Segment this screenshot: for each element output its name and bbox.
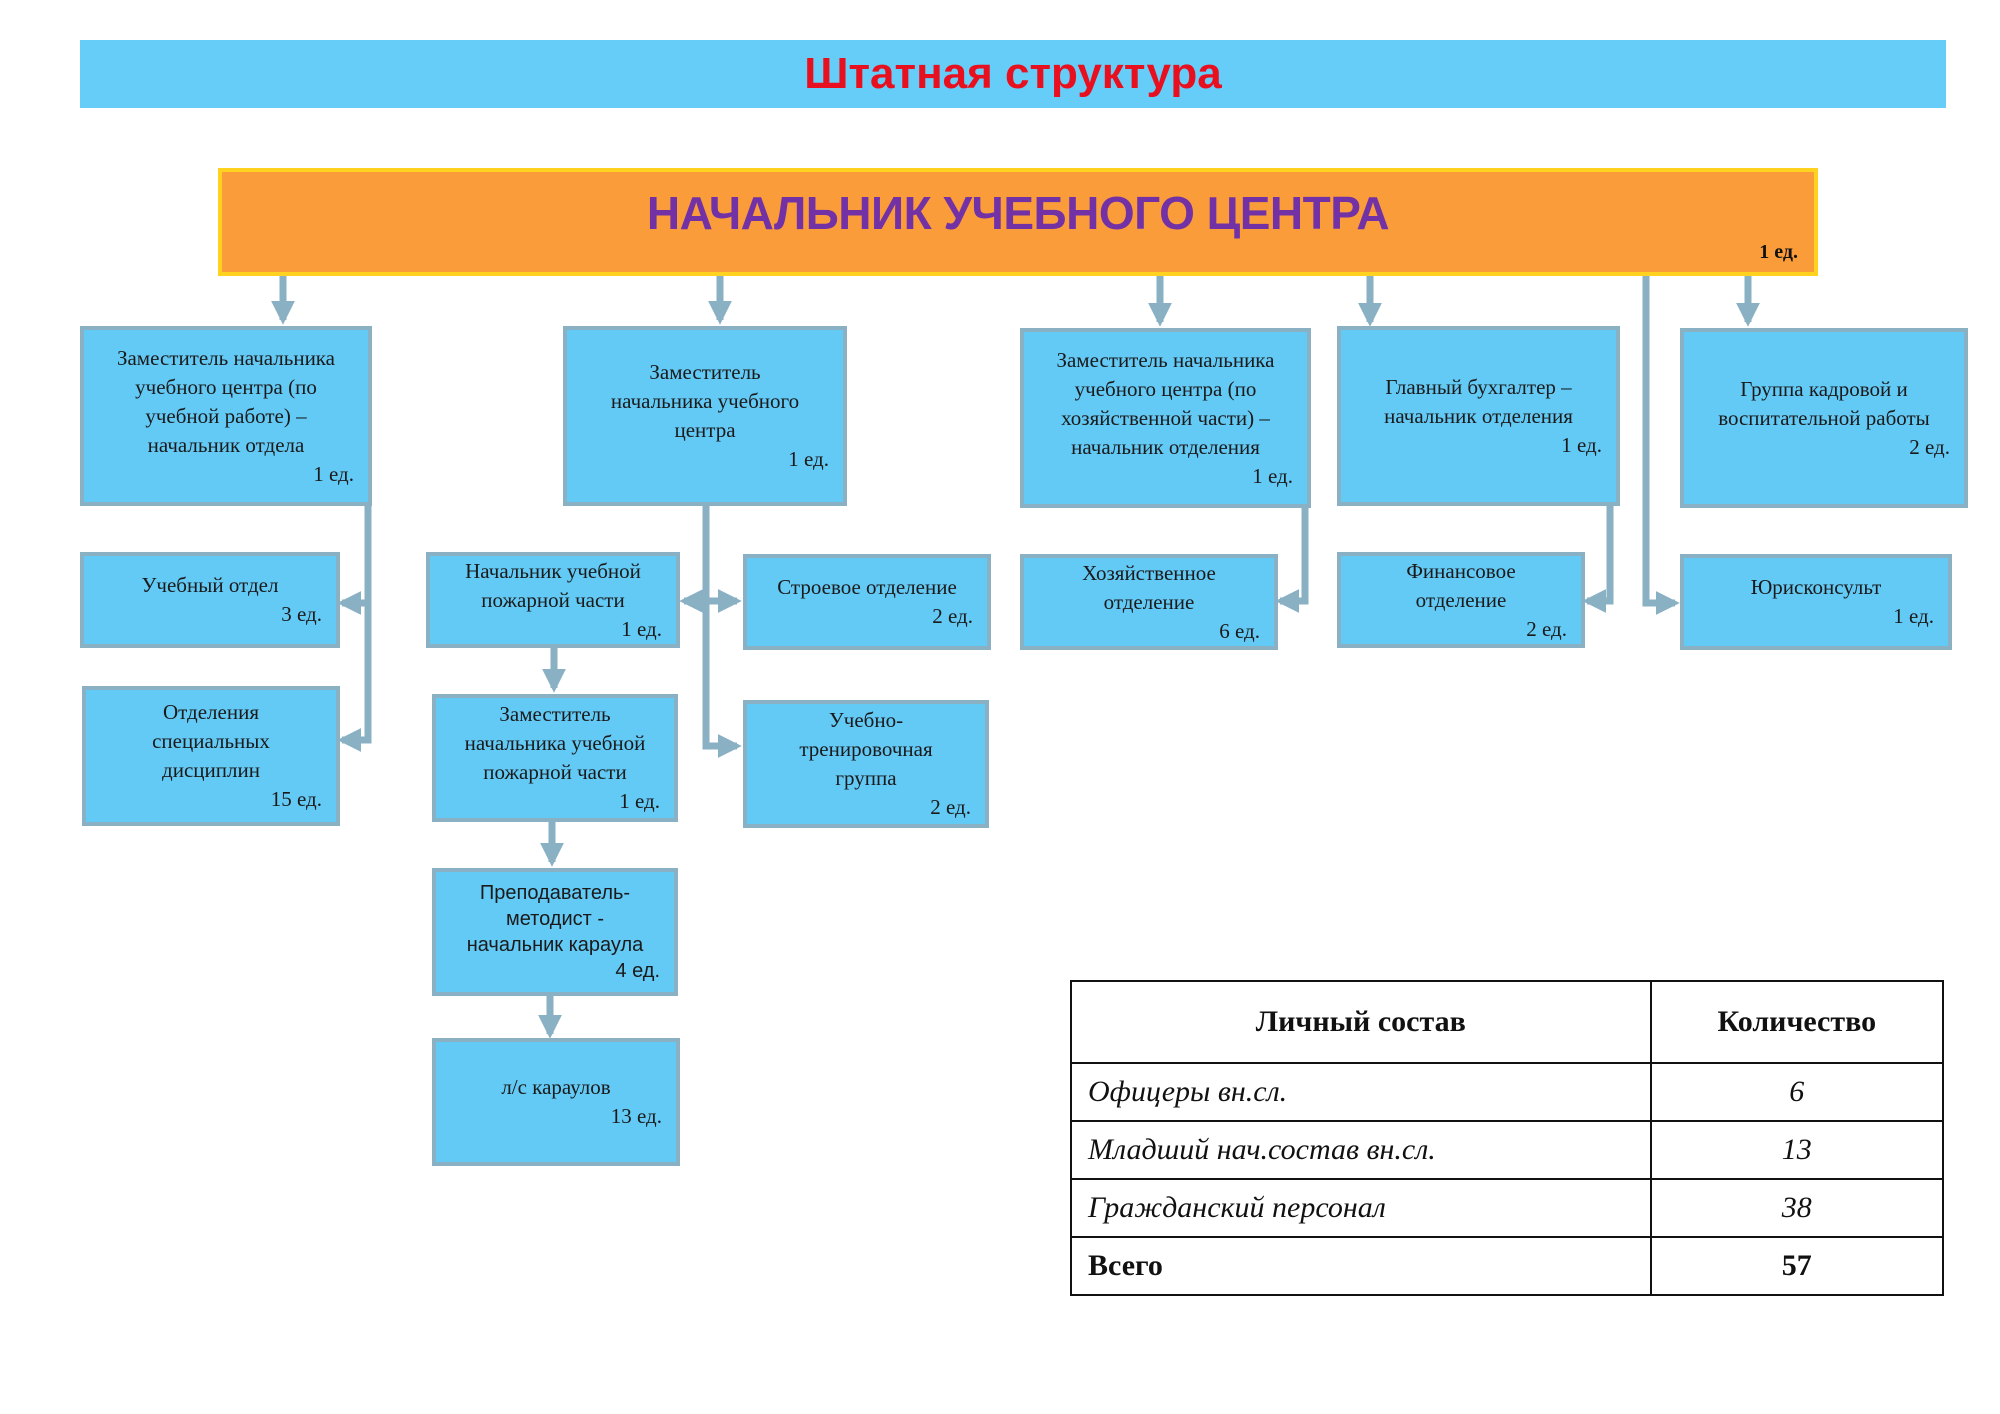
table-cell: Офицеры вн.сл. xyxy=(1070,1062,1652,1122)
box-deputy-education: Заместитель начальника учебного центра (… xyxy=(80,326,372,506)
box-hr-group: Группа кадровой и воспитательной работы … xyxy=(1680,328,1968,508)
box-count: 1 ед. xyxy=(1561,432,1602,457)
arrow-accountant-fin xyxy=(1582,506,1614,613)
table-row: Офицеры вн.сл. 6 xyxy=(1070,1062,1945,1122)
box-label: Заместитель начальника учебного центра (… xyxy=(116,345,336,457)
table-cell: 13 xyxy=(1649,1120,1945,1180)
box-label: Учебный отдел xyxy=(141,573,279,597)
box-label: Заместитель начальника учебной пожарной … xyxy=(464,702,646,784)
box-finance-dept: Финансовое отделение 2 ед. xyxy=(1337,552,1585,648)
table-cell: Младший нач.состав вн.сл. xyxy=(1070,1120,1652,1180)
box-label: Финансовое отделение xyxy=(1406,558,1516,612)
table-row: Младший нач.состав вн.сл. 13 xyxy=(1070,1120,1945,1180)
arrow-dep-drill xyxy=(702,506,742,613)
box-legal-counsel: Юрисконсульт 1 ед. xyxy=(1680,554,1952,650)
box-label: Хозяйственное отделение xyxy=(1082,560,1216,614)
box-household-dept: Хозяйственное отделение 6 ед. xyxy=(1020,554,1278,650)
box-count: 1 ед. xyxy=(1893,604,1934,628)
box-label: Юрисконсульт xyxy=(1750,575,1882,599)
table-cell: 6 xyxy=(1649,1062,1945,1122)
box-fire-chief: Начальник учебной пожарной части 1 ед. xyxy=(426,552,680,648)
box-methodist: Преподаватель- методист - начальник кара… xyxy=(432,868,678,996)
box-label: Главный бухгалтер – начальник отделения xyxy=(1384,374,1573,428)
box-label: Заместитель начальника учебного центра xyxy=(610,360,800,442)
box-count: 3 ед. xyxy=(281,602,322,626)
column-header: Личный состав xyxy=(1070,980,1652,1064)
box-chief-accountant: Главный бухгалтер – начальник отделения … xyxy=(1337,326,1620,506)
box-drill-section: Строевое отделение 2 ед. xyxy=(743,554,991,650)
box-count: 15 ед. xyxy=(270,787,322,811)
arrow-chief-lawyer xyxy=(1642,276,1680,615)
arrow-dep-training xyxy=(702,601,742,758)
box-guards: л/с караулов 13 ед. xyxy=(432,1038,680,1166)
table-header-row: Личный состав Количество xyxy=(1070,980,1945,1064)
box-count: 4 ед. xyxy=(615,960,660,982)
box-count: 2 ед. xyxy=(932,604,973,628)
box-deputy: Заместитель начальника учебного центра 1… xyxy=(563,326,847,506)
arrow-dep-edu-edu-dept xyxy=(337,506,372,615)
table-total-row: Всего 57 xyxy=(1070,1236,1945,1296)
box-label: Заместитель начальника учебного центра (… xyxy=(1056,347,1275,459)
box-fire-deputy: Заместитель начальника учебной пожарной … xyxy=(432,694,678,822)
arrow-dep-hoz-hoz-dept xyxy=(1275,508,1309,613)
box-count: 1 ед. xyxy=(788,447,829,471)
table-cell: Всего xyxy=(1070,1236,1652,1296)
table-cell: 38 xyxy=(1649,1178,1945,1238)
box-count: 6 ед. xyxy=(1219,618,1260,643)
box-count: 13 ед. xyxy=(610,1104,662,1128)
box-label: Преподаватель- методист - начальник кара… xyxy=(466,882,644,956)
box-count: 1 ед. xyxy=(619,789,660,813)
box-count: 2 ед. xyxy=(930,795,971,819)
box-label: Начальник учебной пожарной части xyxy=(465,558,641,612)
box-deputy-household: Заместитель начальника учебного центра (… xyxy=(1020,328,1311,508)
chief-label: НАЧАЛЬНИК УЧЕБНОГО ЦЕНТРА xyxy=(646,187,1390,239)
box-label: Группа кадровой и воспитательной работы xyxy=(1718,376,1930,430)
chief-count: 1 ед. xyxy=(1759,241,1798,263)
box-count: 1 ед. xyxy=(313,461,354,486)
page-title: Штатная структура xyxy=(804,49,1222,98)
box-count: 1 ед. xyxy=(1252,463,1293,488)
box-label: Отделения специальных дисциплин xyxy=(152,700,270,782)
chief-box: НАЧАЛЬНИК УЧЕБНОГО ЦЕНТРА 1 ед. xyxy=(218,168,1818,276)
table-cell: Гражданский персонал xyxy=(1070,1178,1652,1238)
box-count: 1 ед. xyxy=(621,616,662,641)
box-label: Учебно- тренировочная группа xyxy=(799,708,933,790)
personnel-summary-table: Личный состав Количество Офицеры вн.сл. … xyxy=(1070,980,1945,1296)
box-education-dept: Учебный отдел 3 ед. xyxy=(80,552,340,648)
table-cell: 57 xyxy=(1649,1236,1945,1296)
box-label: Строевое отделение xyxy=(777,575,957,599)
column-header: Количество xyxy=(1649,980,1945,1064)
table-row: Гражданский персонал 38 xyxy=(1070,1178,1945,1238)
box-special-disciplines: Отделения специальных дисциплин 15 ед. xyxy=(82,686,340,826)
box-count: 2 ед. xyxy=(1526,616,1567,641)
arrow-dep-edu-spec-dept xyxy=(337,506,372,752)
box-training-group: Учебно- тренировочная группа 2 ед. xyxy=(743,700,989,828)
box-count: 2 ед. xyxy=(1909,434,1950,459)
box-label: л/с караулов xyxy=(501,1075,611,1099)
title-bar: Штатная структура xyxy=(80,40,1946,108)
